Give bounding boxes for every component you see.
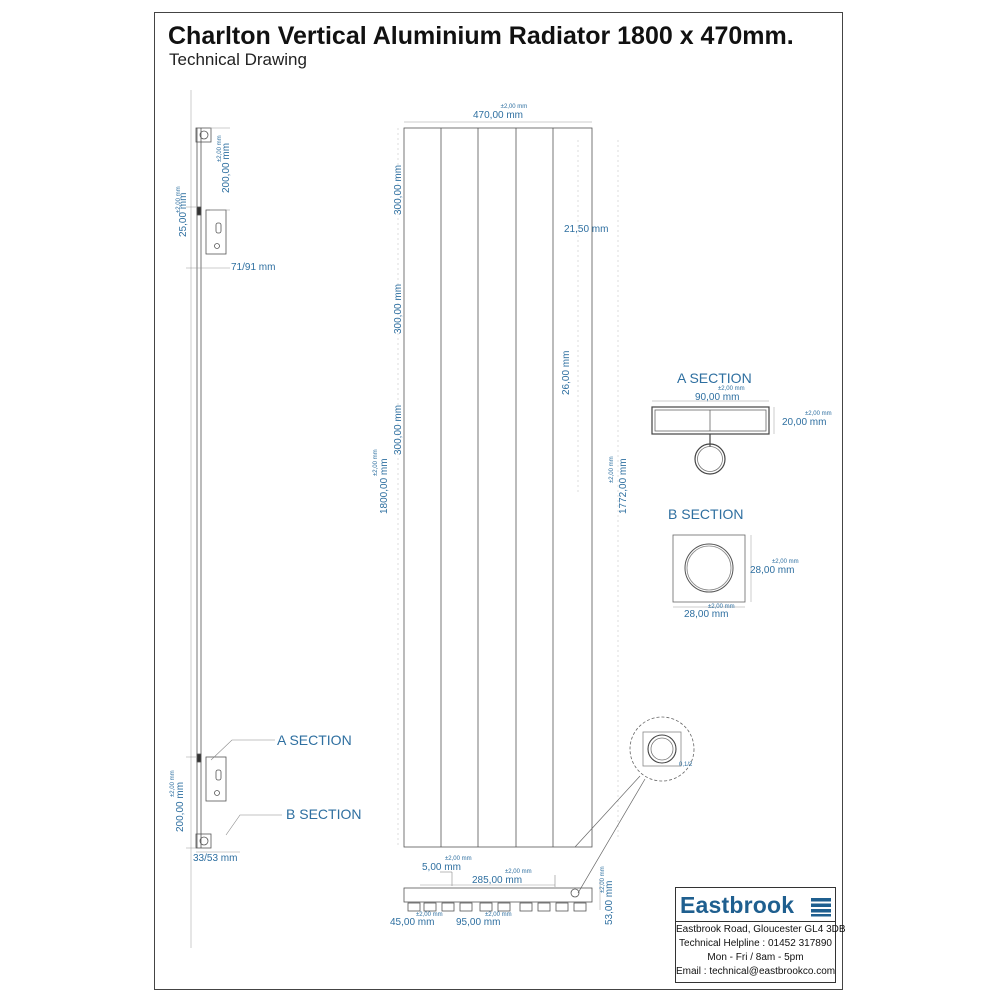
centres-height-tolerance: ±2,00 mm — [609, 456, 615, 483]
company-hours: Mon - Fri / 8am - 5pm — [707, 952, 804, 963]
section-b-width: 28,00 mm — [684, 609, 728, 620]
spacing-3-label: 300,00 mm — [393, 405, 404, 455]
section-a-depth: 20,00 mm — [782, 417, 826, 428]
pipe-centre-label: 26,00 mm — [561, 351, 572, 395]
drawing-sheet — [154, 12, 843, 990]
overall-height-tolerance: ±2,00 mm — [373, 449, 379, 476]
section-a-width-tolerance: ±2,00 mm — [718, 386, 745, 392]
bottom-53-label: 53,00 mm — [604, 881, 615, 925]
bottom-285-label: 285,00 mm — [472, 875, 522, 886]
section-a-drawing — [651, 400, 775, 475]
side-bracket-bottom-tolerance: ±2,00 mm — [170, 770, 176, 797]
panel-gap-label: 21,50 mm — [564, 224, 608, 235]
bottom-45-label: 45,00 mm — [390, 917, 434, 928]
overall-height-label: 1800,00 mm — [379, 458, 390, 514]
section-a-title: A SECTION — [677, 370, 752, 386]
side-offset-tolerance: ±2,00 mm — [176, 186, 182, 213]
company-address: Eastbrook Road, Gloucester GL4 3DB — [676, 924, 846, 935]
side-bracket-top-label: 200,00 mm — [221, 143, 232, 193]
side-view — [186, 90, 282, 948]
side-bracket-bottom-label: 200,00 mm — [175, 782, 186, 832]
spacing-2-label: 300,00 mm — [393, 284, 404, 334]
bottom-95-tolerance: ±2,00 mm — [485, 912, 512, 918]
company-email: Email : technical@eastbrookco.com — [676, 966, 836, 977]
detail-circle — [574, 716, 695, 894]
section-b-height-tolerance: ±2,00 mm — [772, 559, 799, 565]
bottom-95-label: 95,00 mm — [456, 917, 500, 928]
front-view — [397, 121, 619, 912]
bottom-53-tolerance: ±2,00 mm — [600, 866, 606, 893]
side-offset-label: 25,00 mm — [178, 193, 189, 237]
callout-a-section: A SECTION — [277, 732, 352, 748]
bottom-5-tolerance: ±2,00 mm — [445, 856, 472, 862]
bottom-45-tolerance: ±2,00 mm — [416, 912, 443, 918]
section-b-title: B SECTION — [668, 506, 743, 522]
page-subtitle: Technical Drawing — [169, 50, 307, 69]
section-b-drawing — [672, 534, 752, 608]
bottom-5-label: 5,00 mm — [422, 862, 461, 873]
width-top-label: 470,00 mm — [473, 110, 523, 121]
side-depth-top-label: 71/91 mm — [231, 262, 275, 273]
company-info-box: Eastbrook Eastbrook Road, Gloucester GL4… — [675, 887, 846, 983]
section-b-width-tolerance: ±2,00 mm — [708, 604, 735, 610]
section-a-width: 90,00 mm — [695, 392, 739, 403]
company-helpline: Technical Helpline : 01452 317890 — [679, 938, 832, 949]
centres-height-label: 1772,00 mm — [618, 458, 629, 514]
spacing-1-label: 300,00 mm — [393, 165, 404, 215]
side-bracket-top-tolerance: ±2,00 mm — [217, 135, 223, 162]
company-logo: Eastbrook — [680, 892, 795, 918]
callout-b-section: B SECTION — [286, 806, 361, 822]
section-a-depth-tolerance: ±2,00 mm — [805, 411, 832, 417]
bottom-285-tolerance: ±2,00 mm — [505, 869, 532, 875]
side-depth-bottom-label: 33/53 mm — [193, 853, 237, 864]
logo-divider — [676, 921, 835, 922]
page-title: Charlton Vertical Aluminium Radiator 180… — [168, 22, 794, 50]
waves-icon — [811, 898, 831, 917]
section-b-height: 28,00 mm — [750, 565, 794, 576]
detail-note: 0,1/2 — [679, 762, 693, 768]
width-top-tolerance: ±2,00 mm — [501, 104, 528, 110]
